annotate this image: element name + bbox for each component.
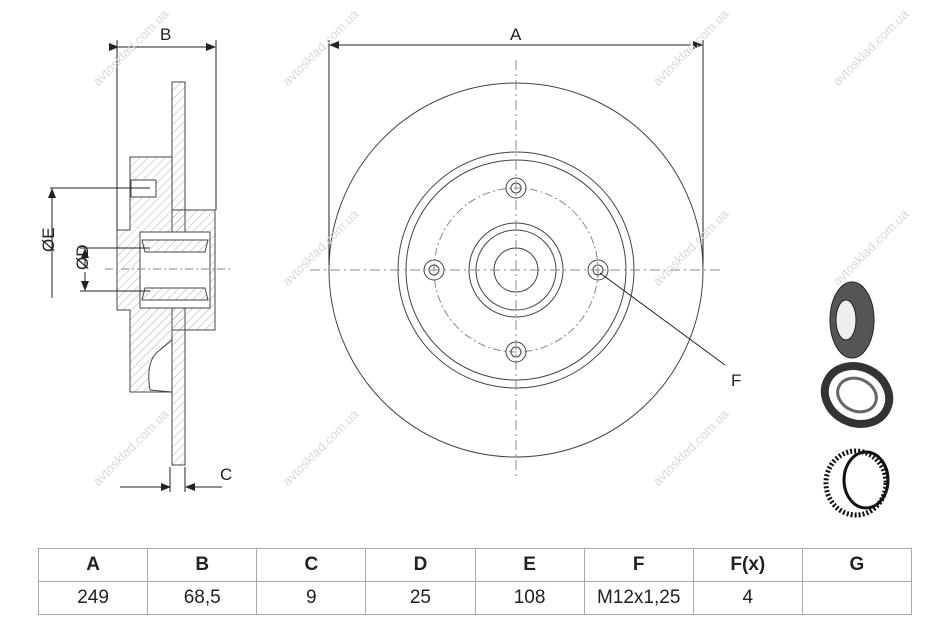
table-header-row: A B C D E F F(x) G xyxy=(37,548,913,582)
bearing-thumbnail xyxy=(820,362,894,428)
dimension-a-label: A xyxy=(510,25,522,44)
dimension-c-label: C xyxy=(220,465,232,484)
dimension-e-label: ØE xyxy=(39,227,58,252)
value-f: M12x1,25 xyxy=(583,581,694,615)
side-section-view xyxy=(116,81,216,466)
value-a: 249 xyxy=(37,581,149,615)
header-g: G xyxy=(801,548,913,582)
header-c: C xyxy=(256,548,367,582)
value-c: 9 xyxy=(256,581,367,615)
value-fx: 4 xyxy=(692,581,803,615)
dimension-b-label: B xyxy=(160,25,171,44)
value-e: 108 xyxy=(474,581,585,615)
thread-f-label: F xyxy=(731,371,741,390)
value-d: 25 xyxy=(365,581,476,615)
header-fx: F(x) xyxy=(692,548,803,582)
dimensions-table: A B C D E F F(x) G 249 68,5 9 25 108 M12… xyxy=(37,548,913,615)
abs-ring-thumbnail xyxy=(823,448,890,518)
header-d: D xyxy=(365,548,476,582)
front-view xyxy=(310,40,726,480)
header-b: B xyxy=(147,548,258,582)
header-e: E xyxy=(474,548,585,582)
dimension-d-label: ØD xyxy=(73,245,92,271)
technical-drawing: B C ØE ØD A F xyxy=(39,25,894,518)
value-g xyxy=(801,581,913,615)
value-b: 68,5 xyxy=(147,581,258,615)
disc-thumbnail xyxy=(829,281,875,359)
header-a: A xyxy=(37,548,149,582)
header-f: F xyxy=(583,548,694,582)
table-row: 249 68,5 9 25 108 M12x1,25 4 xyxy=(37,581,913,615)
